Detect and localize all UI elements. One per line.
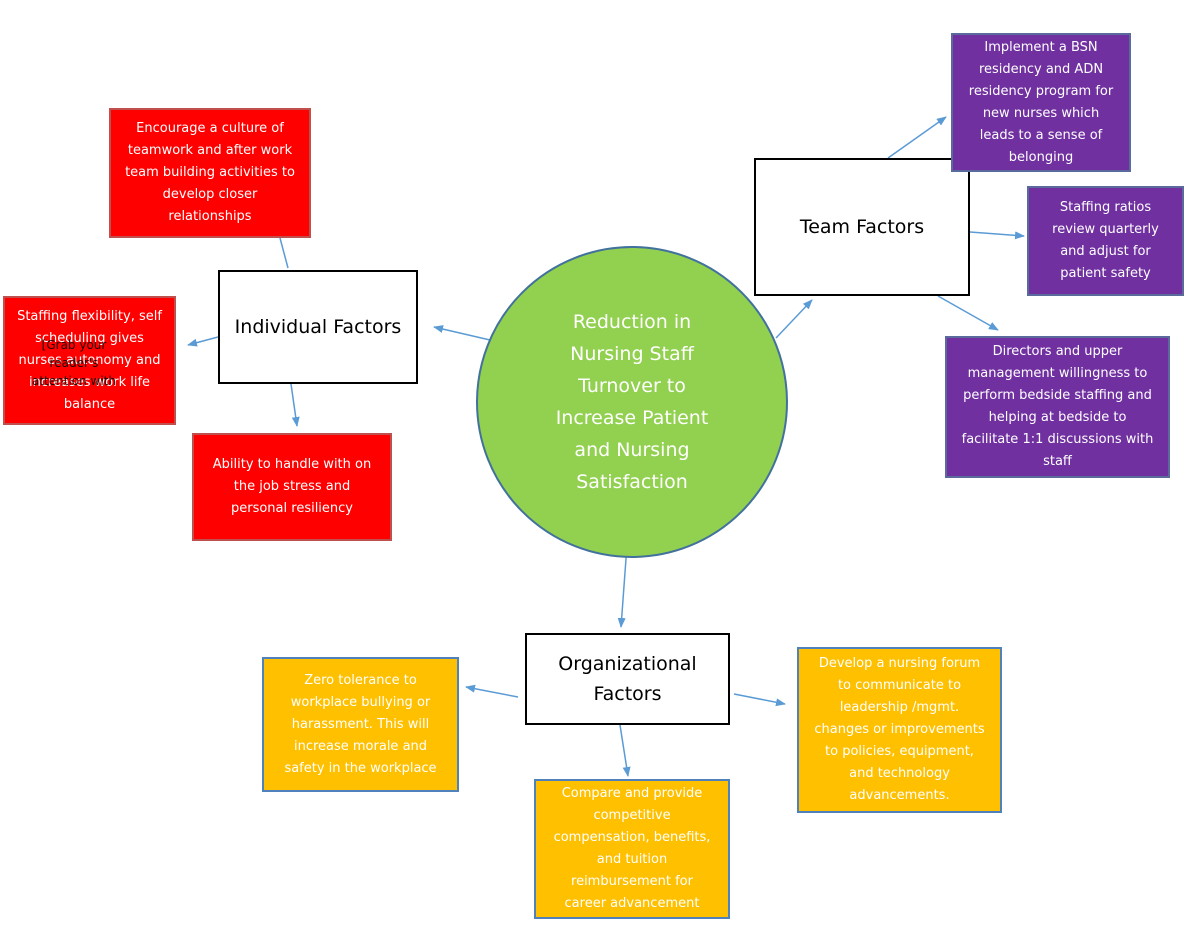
job-stress-text: Ability to handle with on the job stress… [212, 457, 372, 516]
arrow-individual-to-staffing-flexibility [187, 336, 219, 347]
nursing-forum-box: Develop a nursing forum to communicate t… [797, 647, 1002, 813]
residency-program-text: Implement a BSN residency and ADN reside… [968, 39, 1114, 165]
placeholder-note-text: [Grab your reader's attention with [31, 338, 116, 388]
staffing-flexibility-box: Staffing flexibility, self scheduling gi… [3, 296, 176, 425]
staffing-ratios-box: Staffing ratios review quarterly and adj… [1027, 186, 1184, 296]
staffing-flexibility-text: Staffing flexibility, self scheduling gi… [17, 308, 162, 412]
arrow-center-to-individual [433, 325, 491, 341]
staffing-ratios-text: Staffing ratios review quarterly and adj… [1052, 200, 1159, 281]
placeholder-note: [Grab your reader's attention with [30, 318, 118, 390]
arrow-center-to-organizational [617, 544, 628, 628]
arrow-team-to-directors [937, 295, 999, 331]
arrow-team-to-ratios [969, 231, 1025, 240]
arrow-team-to-residency [887, 116, 947, 159]
team-factors-box: Team Factors [754, 158, 970, 296]
teamwork-culture-text: Encourage a culture of teamwork and afte… [125, 121, 295, 224]
connector-teamwork-to-individual [279, 237, 289, 269]
center-goal-circle: Reduction in Nursing Staff Turnover to I… [476, 246, 788, 558]
arrow-individual-to-stress [290, 383, 300, 427]
compensation-text: Compare and provide competitive compensa… [553, 786, 711, 911]
nursing-forum-text: Develop a nursing forum to communicate t… [814, 656, 985, 803]
arrow-organizational-to-compensation [619, 724, 631, 777]
individual-factors-box: Individual Factors [218, 270, 418, 384]
job-stress-box: Ability to handle with on the job stress… [192, 433, 392, 541]
center-goal-text: Reduction in Nursing Staff Turnover to I… [555, 311, 709, 493]
arrow-organizational-to-zero-tolerance [465, 684, 519, 698]
team-factors-label: Team Factors [799, 216, 925, 238]
individual-factors-label: Individual Factors [234, 316, 402, 338]
zero-tolerance-text: Zero tolerance to workplace bullying or … [284, 672, 437, 776]
zero-tolerance-box: Zero tolerance to workplace bullying or … [262, 657, 459, 792]
arrow-center-to-team [775, 299, 813, 339]
organizational-factors-box: Organizational Factors [525, 633, 730, 725]
residency-program-box: Implement a BSN residency and ADN reside… [951, 33, 1131, 172]
arrow-organizational-to-forum [733, 693, 786, 707]
organizational-factors-label: Organizational Factors [558, 653, 697, 705]
directors-management-box: Directors and upper management willingne… [945, 336, 1170, 478]
directors-management-text: Directors and upper management willingne… [961, 344, 1154, 469]
compensation-box: Compare and provide competitive compensa… [534, 779, 730, 919]
teamwork-culture-box: Encourage a culture of teamwork and afte… [109, 108, 311, 238]
